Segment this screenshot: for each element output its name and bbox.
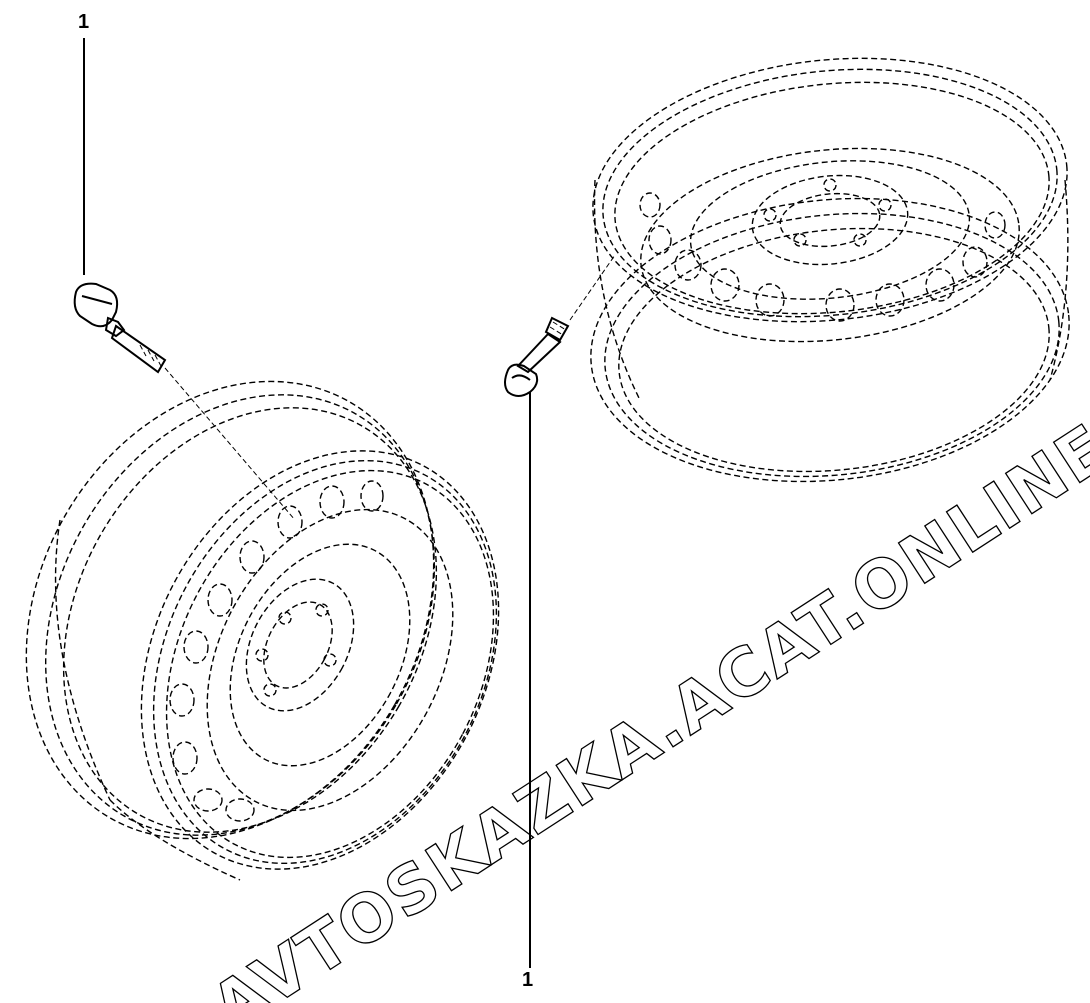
right-wheel-rim	[590, 57, 1070, 483]
tire-valve-rubber-icon	[504, 254, 616, 968]
watermark-text: AVTOSKAZKA.ACAT.ONLINE	[198, 409, 1090, 1003]
left-wheel-rim	[25, 380, 500, 881]
tire-valve-metal-icon	[73, 38, 296, 521]
callout-label-bottom: 1	[522, 969, 534, 991]
watermark: AVTOSKAZKA.ACAT.ONLINE	[198, 408, 1090, 1003]
callout-label-top: 1	[78, 11, 90, 33]
